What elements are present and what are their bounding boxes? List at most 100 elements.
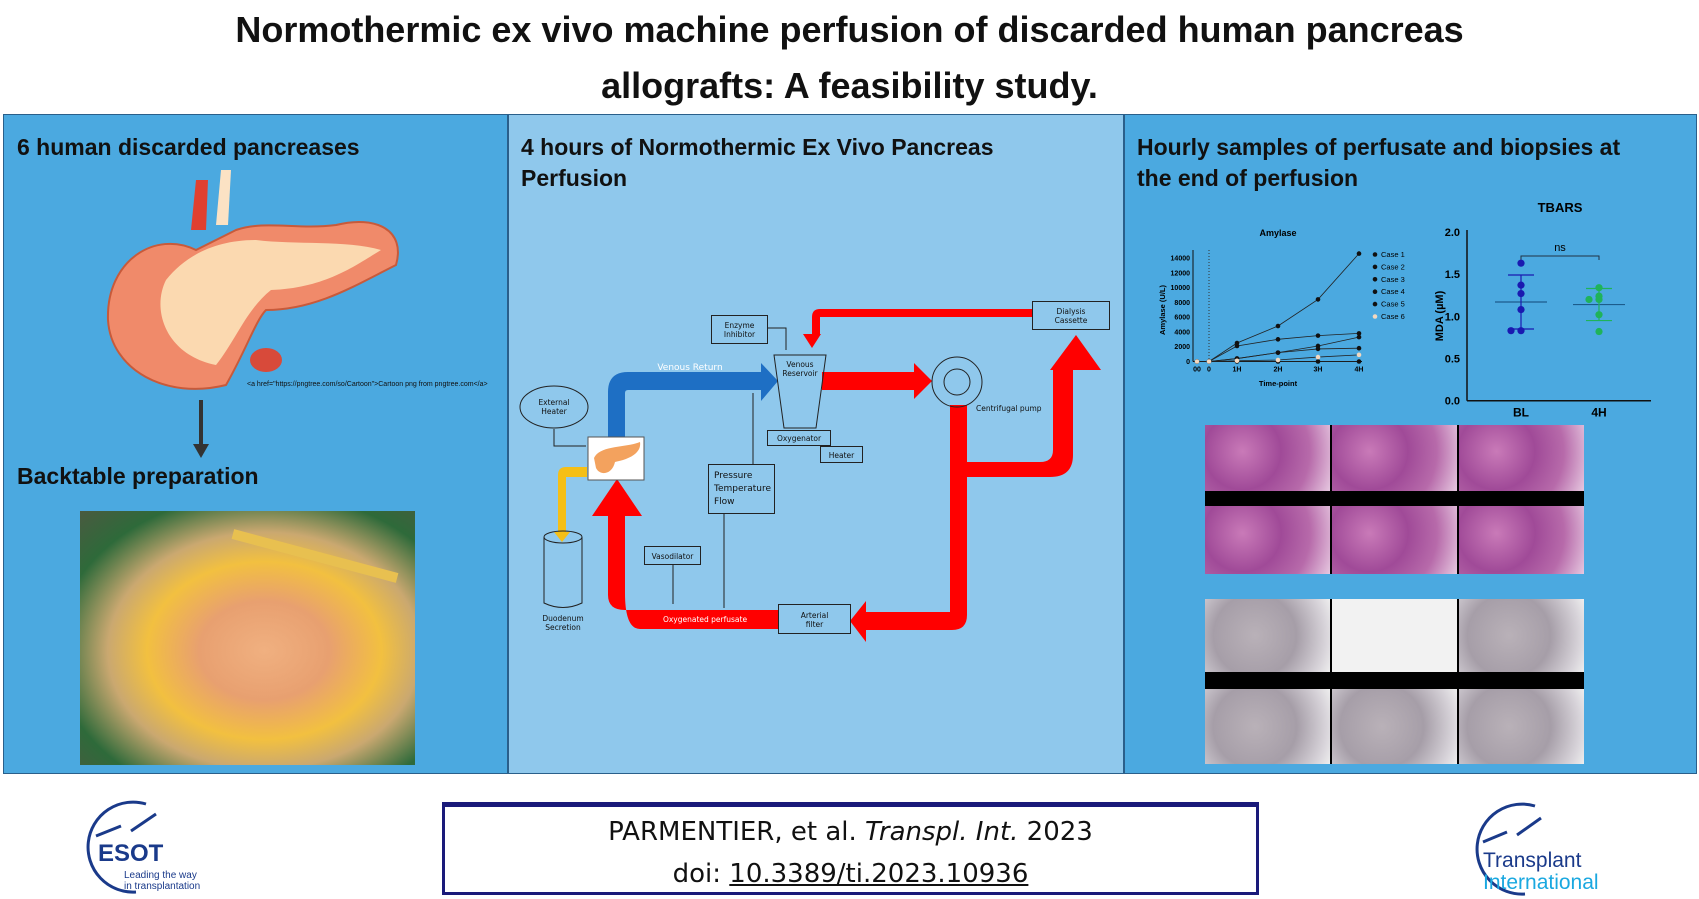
legend-marker — [1372, 314, 1378, 319]
data-point — [1356, 334, 1362, 340]
significance-bracket — [1520, 255, 1600, 260]
data-point — [1517, 281, 1525, 289]
arterial-flow-arrows — [592, 309, 1101, 642]
histology-image — [1205, 506, 1330, 574]
histology-image — [1459, 599, 1584, 672]
x-tick-label: 4H — [1591, 406, 1606, 420]
histology-image — [1459, 425, 1584, 491]
venous-reservoir — [773, 354, 827, 429]
histology-image — [1205, 425, 1330, 491]
x-tick-label: 2H — [1274, 367, 1283, 374]
legend-label: Case 5 — [1381, 300, 1405, 309]
heater-box: Heater — [820, 446, 863, 463]
data-point — [1315, 346, 1321, 352]
panel-heading: Hourly samples of perfusate and biopsies… — [1137, 134, 1621, 191]
data-point — [1356, 345, 1362, 351]
histology-image — [1332, 599, 1457, 672]
histology-image — [1332, 506, 1457, 574]
histology-image — [1332, 689, 1457, 764]
data-point — [1315, 297, 1321, 302]
data-point — [1234, 358, 1240, 364]
data-point — [1595, 284, 1603, 292]
data-point — [1315, 354, 1321, 360]
ihc-histology-grid — [1205, 599, 1584, 764]
series-line — [1197, 253, 1360, 362]
legend-label: Case 3 — [1381, 275, 1405, 284]
legend-marker — [1372, 252, 1378, 257]
vasodilator-box: Vasodilator — [644, 546, 701, 565]
histology-image — [1459, 689, 1584, 764]
data-point — [1234, 343, 1240, 349]
x-tick-label: 3H — [1314, 367, 1323, 374]
data-point — [1507, 327, 1515, 335]
y-tick-label: 14000 — [1171, 256, 1191, 263]
data-point — [1275, 350, 1281, 355]
citation-box: PARMENTIER, et al. Transpl. Int. 2023 do… — [442, 802, 1259, 895]
venous-return-label: Venous Return — [657, 363, 723, 373]
y-tick-label: 1.5 — [1445, 269, 1460, 281]
y-tick-label: 2000 — [1174, 344, 1190, 351]
pancreas-icon — [594, 442, 641, 474]
chart-title: TBARS — [1538, 200, 1583, 215]
y-tick-label: 8000 — [1174, 300, 1190, 307]
data-point — [1356, 352, 1362, 358]
data-point — [1517, 306, 1525, 314]
data-point — [1585, 295, 1593, 304]
data-point — [1275, 357, 1281, 363]
data-point — [1595, 327, 1603, 336]
legend-marker — [1372, 277, 1378, 282]
arrow-down-icon — [193, 400, 209, 458]
data-point — [1517, 327, 1525, 335]
he-histology-grid — [1205, 425, 1584, 574]
doi-link[interactable]: 10.3389/ti.2023.10936 — [729, 859, 1029, 889]
pancreas-illustration — [106, 170, 399, 390]
oxygenated-perfusate-label: Oxygenated perfusate — [662, 615, 748, 624]
data-point — [1194, 359, 1200, 364]
y-tick-label: 0 — [1186, 359, 1190, 366]
image-credit: <a href="https://pngtree.com/so/Cartoon"… — [247, 381, 488, 388]
data-point — [1595, 295, 1603, 304]
histology-image — [1332, 425, 1457, 491]
legend-marker — [1372, 301, 1378, 307]
data-point — [1206, 359, 1212, 364]
x-tick-label: 4H — [1355, 367, 1364, 374]
oxygenator-box: Oxygenator — [767, 430, 831, 446]
legend-marker — [1372, 289, 1378, 295]
y-tick-label: 1.0 — [1445, 311, 1460, 323]
y-tick-label: 4000 — [1174, 329, 1190, 336]
data-point — [1356, 331, 1362, 336]
data-point — [1315, 359, 1321, 364]
y-tick-label: 10000 — [1171, 285, 1191, 292]
data-point — [1517, 259, 1525, 267]
panel-heading: 4 hours of Normothermic Ex Vivo Pancreas… — [521, 134, 994, 191]
x-tick-label: 00 — [1193, 367, 1201, 374]
data-point — [1595, 311, 1603, 319]
y-axis-label: Amylase (U/L) — [1158, 284, 1167, 335]
histology-image — [1459, 506, 1584, 574]
y-axis-label: MDA (µM) — [1434, 290, 1446, 341]
y-tick-label: 2.0 — [1445, 227, 1460, 239]
page-title: Normothermic ex vivo machine perfusion o… — [235, 9, 1464, 106]
panel-donor-pancreases: 6 human discarded pancreases <a href="ht… — [3, 114, 508, 774]
centrifugal-pump — [931, 356, 983, 408]
legend-label: Case 4 — [1381, 287, 1405, 296]
centrifugal-pump-label: Centrifugal pump — [976, 404, 1042, 413]
secretion-arrow — [554, 467, 587, 542]
y-tick-label: 12000 — [1171, 270, 1191, 277]
histology-image — [1205, 599, 1330, 672]
chart-title: Amylase — [1259, 228, 1296, 238]
significance-label: ns — [1554, 242, 1566, 254]
x-tick-label: 1H — [1233, 367, 1242, 374]
data-point — [1517, 289, 1525, 298]
data-point — [1356, 359, 1362, 364]
